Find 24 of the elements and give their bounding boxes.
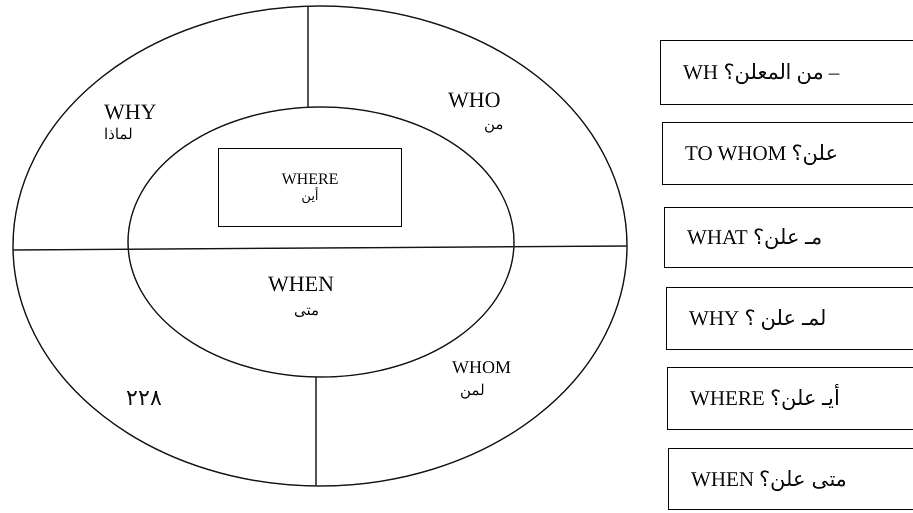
sector-label: لمن <box>460 382 485 398</box>
question-box <box>662 122 913 185</box>
box-text: لمـ علن ؟ WHY <box>689 306 826 331</box>
sector-label: من <box>484 116 504 132</box>
box-text: أيـ علن؟ WHERE <box>690 386 840 411</box>
question-box <box>664 207 913 268</box>
box-text: WHERE <box>282 171 338 188</box>
box-text: متى علن؟ WHEN <box>691 466 846 492</box>
sector-label: WHY <box>104 100 157 124</box>
box-text: أين <box>301 189 319 204</box>
sector-label: متى <box>294 302 320 318</box>
question-box <box>666 287 913 350</box>
question-box <box>667 367 913 430</box>
box-text: مـ علن؟ WHAT <box>687 225 822 250</box>
sector-label: WHO <box>448 88 501 112</box>
sector-label: لماذا <box>104 126 133 142</box>
sector-label: WHEN <box>268 272 334 296</box>
center-box <box>218 148 402 227</box>
box-text: – من المعلن؟ WH <box>683 60 840 85</box>
question-box <box>660 40 913 105</box>
sector-label: WHOM <box>452 358 511 378</box>
question-box <box>668 448 913 510</box>
sector-label: ۲۲۸ <box>126 386 162 410</box>
box-text: علن؟ TO WHOM <box>685 141 839 166</box>
